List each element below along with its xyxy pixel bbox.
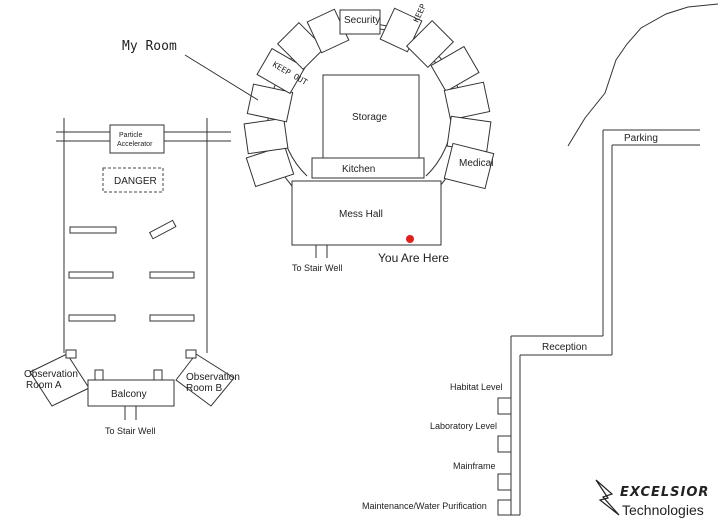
stair-well-top-label: To Stair Well	[292, 263, 342, 273]
particle-accelerator-label-1: Particle	[119, 132, 142, 139]
particle-accelerator-label-2: Accelerator	[117, 141, 153, 148]
logo-word-technologies: Technologies	[622, 502, 704, 518]
ring-rooms	[243, 7, 495, 190]
habitat-level-label: Habitat Level	[450, 382, 503, 392]
logo-word-excelsior: EXCELSIOR	[620, 485, 709, 500]
lightning-bolt-icon	[595, 479, 620, 516]
you-are-here-label: You Are Here	[378, 251, 449, 265]
my-room-label: My Room	[122, 39, 177, 54]
ring-room[interactable]	[276, 21, 326, 71]
ring-room[interactable]	[430, 45, 480, 93]
excelsior-logo: EXCELSIOR Technologies	[595, 479, 709, 518]
observation-a-label-2: Room A	[26, 380, 62, 391]
observation-b-label-1: Observation	[186, 372, 240, 383]
door-sign-text: KEEP OUT	[412, 0, 437, 24]
accelerator-wing: Particle Accelerator DANGER Observation …	[24, 118, 240, 436]
danger-label: DANGER	[114, 176, 157, 187]
observation-b-label-2: Room B	[186, 383, 222, 394]
bench	[148, 219, 177, 240]
entrance-levels: Parking Reception Habitat Level Laborato…	[362, 3, 719, 516]
storage-label: Storage	[352, 112, 387, 123]
medical-label: Medical	[459, 158, 493, 169]
kitchen-room[interactable]	[311, 157, 425, 179]
ring-room[interactable]	[405, 19, 455, 69]
kitchen-label: Kitchen	[342, 164, 375, 175]
balcony-label: Balcony	[111, 389, 147, 400]
my-room-pointer	[184, 54, 259, 101]
stairs-icon	[185, 349, 197, 359]
particle-accelerator-room[interactable]	[109, 124, 165, 154]
mess-hall-label: Mess Hall	[339, 209, 383, 220]
bench	[149, 314, 195, 322]
security-label: Security	[344, 15, 380, 26]
mountain-outline	[567, 3, 719, 147]
bench	[68, 314, 116, 322]
stair-well-bottom-label: To Stair Well	[105, 426, 155, 436]
security-room[interactable]	[339, 9, 381, 35]
keep-out-sign: KEEP OUT	[412, 0, 437, 24]
observation-room-b[interactable]	[175, 353, 235, 407]
parking-label: Parking	[624, 133, 658, 144]
mess-hall-room[interactable]	[291, 180, 442, 246]
balcony[interactable]	[87, 379, 175, 407]
stairs-icon	[153, 369, 163, 381]
laboratory-level-label: Laboratory Level	[430, 421, 497, 431]
my-room[interactable]	[246, 83, 294, 123]
reception-label: Reception	[542, 342, 587, 353]
stairs-icon	[94, 369, 104, 381]
ring-room[interactable]	[443, 81, 491, 121]
danger-zone	[102, 167, 164, 193]
ring-room[interactable]	[256, 47, 306, 95]
stairs-icon	[65, 349, 77, 359]
ring-room[interactable]	[243, 117, 289, 155]
bench	[149, 271, 195, 279]
habitat-ring: KEEP OUT KEEP OUT Security Storage Kitch…	[122, 0, 495, 273]
you-are-here-marker	[406, 235, 414, 243]
mainframe-label: Mainframe	[453, 461, 496, 471]
bench	[68, 271, 114, 279]
medical-room[interactable]	[443, 142, 495, 190]
maintenance-label: Maintenance/Water Purification	[362, 501, 487, 511]
bench	[69, 226, 117, 234]
observation-a-label-1: Observation	[24, 369, 78, 380]
